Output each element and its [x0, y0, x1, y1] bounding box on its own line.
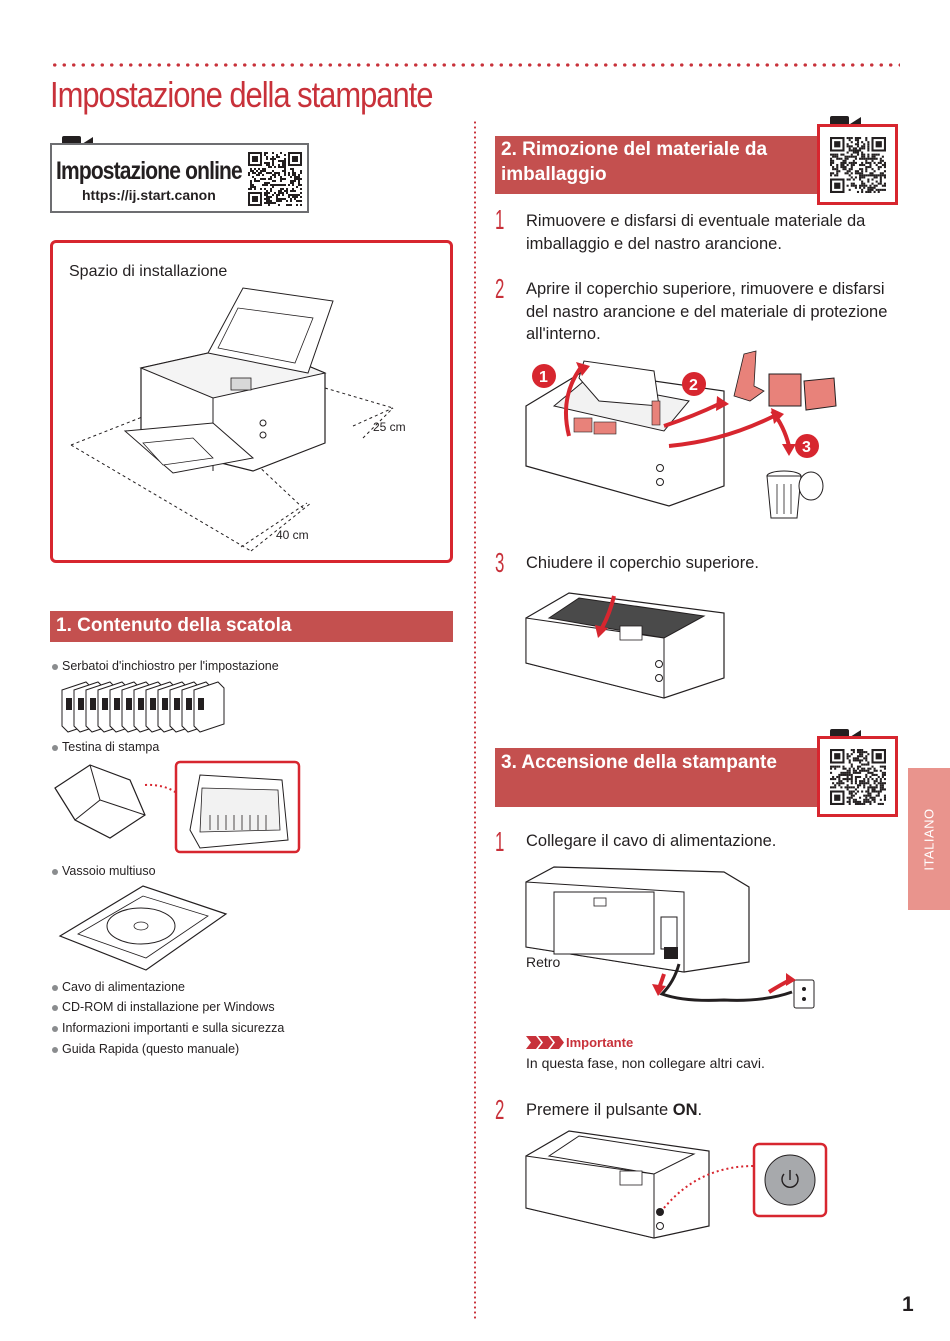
step-text: Chiudere il coperchio superiore. [526, 554, 759, 572]
qr-code-frame[interactable] [817, 736, 898, 817]
power-cable-illustration [525, 866, 815, 1009]
online-setup-box[interactable]: Impostazione online https://ij.start.can… [50, 143, 309, 213]
language-side-tab[interactable]: ITALIANO [908, 768, 950, 910]
dimension-depth-label: 25 cm [373, 420, 406, 434]
header-dotted-rule [50, 62, 900, 68]
packing-removal-illustration: 1 2 3 [525, 350, 837, 519]
section-heading-packing: 2. Rimozione del materiale da imballaggi… [495, 136, 817, 194]
page-title: Impostazione della stampante [50, 74, 433, 115]
installation-space-box: Spazio di installazione 25 cm 40 cm [50, 240, 453, 563]
step-marker-1: 1 [539, 369, 548, 386]
step-number: 2 [495, 273, 505, 304]
step-number: 2 [495, 1094, 505, 1125]
rear-label: Retro [526, 954, 561, 970]
step-text: Collegare il cavo di alimentazione. [526, 832, 777, 850]
multi-purpose-tray-illustration [58, 885, 228, 971]
bullet-icon [52, 1046, 58, 1053]
printer-installation-illustration: 25 cm 40 cm [70, 287, 406, 552]
list-item: CD-ROM di installazione per Windows [52, 1000, 275, 1014]
qr-code-icon[interactable] [830, 137, 886, 193]
list-item: Guida Rapida (questo manuale) [52, 1042, 239, 1056]
bullet-icon [52, 984, 58, 991]
list-item: Informazioni importanti e sulla sicurezz… [52, 1021, 284, 1035]
language-tab-label: ITALIANO [921, 807, 937, 871]
section-heading-contents: 1. Contenuto della scatola [50, 611, 453, 642]
list-item: Cavo di alimentazione [52, 980, 185, 994]
list-item: Vassoio multiuso [52, 864, 156, 878]
step-marker-2: 2 [689, 377, 698, 394]
section-heading-power: 3. Accensione della stampante [495, 748, 817, 807]
list-item: Testina di stampa [52, 740, 159, 754]
online-setup-url[interactable]: https://ij.start.canon [82, 187, 216, 203]
step-text: Rimuovere e disfarsi di eventuale materi… [526, 212, 866, 253]
print-head-illustration [54, 760, 301, 854]
step-number: 1 [495, 826, 505, 857]
close-cover-illustration [525, 592, 725, 699]
list-item: Serbatoi d'inchiostro per l'impostazione [52, 659, 279, 673]
ink-tank [193, 681, 225, 733]
on-button-label: ON [672, 1101, 698, 1119]
installation-space-label: Spazio di installazione [69, 263, 228, 280]
qr-code-icon[interactable] [830, 749, 886, 805]
trash-can-icon [766, 470, 824, 519]
important-label: Importante [566, 1035, 634, 1050]
bullet-icon [52, 1025, 58, 1032]
bullet-icon [52, 663, 58, 670]
power-on-illustration [525, 1130, 828, 1239]
qr-code-icon[interactable] [248, 152, 302, 206]
online-setup-title: Impostazione online [56, 157, 243, 185]
bullet-icon [52, 1004, 58, 1011]
bullet-icon [52, 744, 58, 751]
column-divider [474, 120, 476, 1320]
dimension-width-label: 40 cm [276, 528, 309, 542]
page-number: 1 [902, 1293, 914, 1316]
step-number: 3 [495, 547, 505, 578]
step-marker-3: 3 [802, 439, 811, 456]
qr-code-frame[interactable] [817, 124, 898, 205]
ink-tanks-illustration [61, 681, 225, 733]
power-icon[interactable] [781, 1170, 799, 1188]
important-text: In questa fase, non collegare altri cavi… [526, 1055, 765, 1071]
important-chevron-icon [526, 1036, 564, 1049]
bullet-icon [52, 868, 58, 875]
step-text: Aprire il coperchio superiore, rimuovere… [526, 280, 888, 343]
step-number: 1 [495, 204, 505, 235]
step-text: Premere il pulsante ON. [526, 1101, 703, 1119]
